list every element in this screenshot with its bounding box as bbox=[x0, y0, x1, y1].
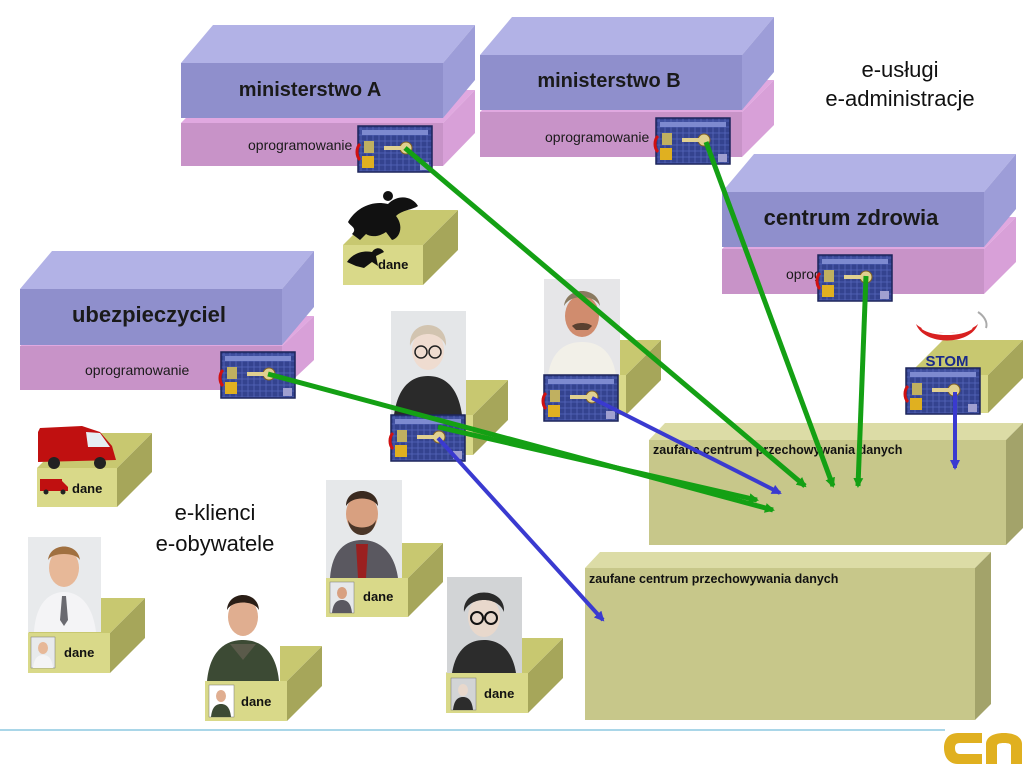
data-center-lower-label: zaufane centrum przechowywania danych bbox=[589, 572, 838, 586]
van-data-box: dane bbox=[37, 426, 152, 507]
services-label-line1: e-usługi bbox=[861, 57, 938, 82]
blue-arrows bbox=[436, 392, 960, 622]
services-label-line2: e-administracje bbox=[825, 86, 974, 111]
person-photo-icon bbox=[544, 279, 620, 375]
arrow-ministry-b-to-center bbox=[703, 141, 836, 488]
arrow-person6-to-center bbox=[591, 396, 782, 495]
delivery-van-icon bbox=[40, 479, 68, 495]
person-2-data-label: dane bbox=[241, 694, 271, 709]
horse-data-label: dane bbox=[378, 257, 408, 272]
data-center-upper-label: zaufane centrum przechowywania danych bbox=[653, 443, 902, 457]
insurer-title: ubezpieczyciel bbox=[72, 302, 226, 327]
person-4-data-label: dane bbox=[484, 686, 514, 701]
ministry-a-title: ministerstwo A bbox=[239, 79, 382, 101]
smart-card-icon bbox=[218, 350, 297, 400]
van-data-label: dane bbox=[72, 481, 102, 496]
company-logo-icon bbox=[944, 733, 1022, 764]
smart-card-icon bbox=[653, 116, 732, 166]
horse-data-box: dane bbox=[343, 191, 458, 285]
smart-card-icon bbox=[903, 366, 982, 416]
horse-rider-icon bbox=[347, 248, 384, 268]
person-1-data-label: dane bbox=[64, 645, 94, 660]
person-photo-icon bbox=[391, 311, 466, 415]
person-2-data-box: dane bbox=[205, 583, 322, 721]
insurer-software-label: oprogramowanie bbox=[85, 362, 189, 378]
person-photo-icon bbox=[205, 583, 280, 681]
data-center-upper: zaufane centrum przechowywania danych bbox=[649, 423, 1023, 545]
stom-logo-text: STOM bbox=[925, 353, 968, 370]
smart-card-icon bbox=[355, 124, 434, 174]
arrow-insurer-to-center bbox=[267, 371, 775, 513]
horse-rider-icon bbox=[348, 191, 418, 240]
data-center-lower: zaufane centrum przechowywania danych bbox=[585, 552, 991, 720]
person-photo-icon bbox=[28, 537, 101, 632]
person-3-data-box: dane bbox=[326, 480, 443, 617]
ministry-b-title: ministerstwo B bbox=[537, 70, 680, 92]
clients-label-line2: e-obywatele bbox=[156, 531, 275, 556]
person-photo-icon bbox=[30, 636, 56, 669]
clients-label-line1: e-klienci bbox=[175, 500, 256, 525]
green-arrows bbox=[267, 141, 869, 513]
person-photo-icon bbox=[450, 677, 477, 711]
ministry-a-software-label: oprogramowanie bbox=[248, 137, 352, 153]
person-photo-icon bbox=[329, 581, 355, 614]
person-5-data-box bbox=[388, 311, 508, 463]
arrow-person5-to-lower-center bbox=[436, 436, 605, 622]
ministry-b-block: ministerstwo B oprogramowanie bbox=[480, 17, 774, 166]
delivery-van-icon bbox=[38, 426, 116, 469]
stom-logo-icon: STOM bbox=[916, 311, 988, 370]
stom-data-box: STOM bbox=[903, 311, 1023, 416]
person-4-data-box: dane bbox=[446, 577, 563, 713]
smart-card-icon bbox=[815, 253, 894, 303]
person-3-data-label: dane bbox=[363, 589, 393, 604]
ministry-a-block: ministerstwo A oprogramowanie bbox=[181, 25, 475, 174]
person-6-data-box bbox=[541, 279, 661, 423]
arrow-health-to-center bbox=[853, 275, 869, 488]
health-center-block: centrum zdrowia oprogramowanie bbox=[722, 154, 1016, 303]
health-center-title: centrum zdrowia bbox=[764, 205, 940, 230]
arrow-person-to-center bbox=[437, 424, 759, 504]
arrow-ministry-a-to-center bbox=[403, 146, 807, 488]
smart-card-icon bbox=[541, 373, 620, 423]
person-1-data-box: dane bbox=[28, 537, 145, 673]
person-photo-icon bbox=[208, 684, 235, 718]
ministry-b-software-label: oprogramowanie bbox=[545, 129, 649, 145]
person-photo-icon bbox=[326, 480, 402, 578]
insurer-block: ubezpieczyciel oprogramowanie bbox=[20, 251, 314, 400]
person-photo-icon bbox=[447, 577, 522, 673]
